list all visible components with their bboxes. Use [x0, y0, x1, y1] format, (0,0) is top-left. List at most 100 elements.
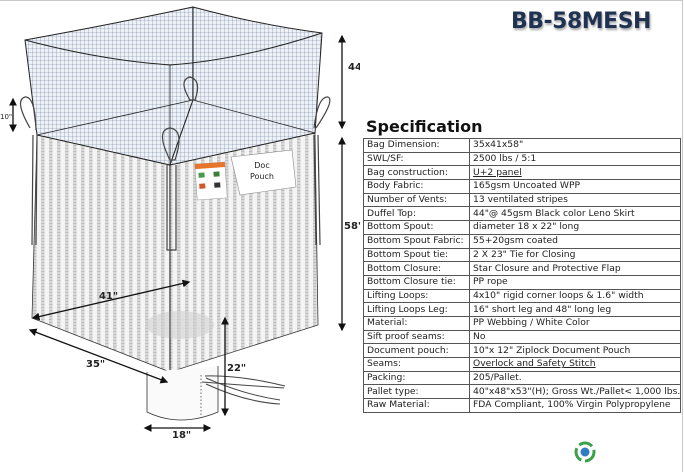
spec-value-text: 13 ventilated stripes — [473, 194, 568, 206]
dim-spout-diameter: 18" — [172, 430, 191, 441]
dim-depth: 35" — [86, 359, 105, 370]
spec-label: Pallet type: — [363, 384, 470, 400]
spec-row: Seams:Overlock and Safety Stitch — [363, 357, 682, 372]
spec-value-text: 205/Pallet. — [473, 372, 522, 384]
spec-value-text: Star Closure and Protective Flap — [473, 262, 621, 274]
spec-row: Bottom Spout tie:2 X 23" Tie for Closing — [363, 247, 682, 263]
spec-value: 205/Pallet. — [468, 370, 682, 386]
spec-value: 55+20gsm coated — [468, 233, 682, 249]
spec-row: Pallet type:40"x48"x53"(H); Gross Wt./Pa… — [363, 384, 682, 400]
dimension-arrows — [9, 34, 346, 432]
spec-row: Number of Vents:13 ventilated stripes — [363, 192, 682, 208]
spec-row: Lifting Loops Leg:16" short leg and 48" … — [363, 302, 682, 317]
spec-label: Document pouch: — [363, 343, 470, 358]
spec-value-text: 2500 lbs / 5:1 — [473, 153, 537, 165]
spec-value: 16" short leg and 48" long leg — [468, 302, 682, 317]
doc-pouch-label-2: Pouch — [250, 172, 274, 181]
spec-row: Raw Material:FDA Compliant, 100% Virgin … — [363, 398, 682, 413]
dim-loop-height: 10" — [0, 113, 12, 121]
spec-row: Material:PP Webbing / White Color — [363, 315, 682, 331]
spec-value: Star Closure and Protective Flap — [468, 261, 682, 276]
spec-row: Bottom Closure tie:PP rope — [363, 274, 682, 290]
document-pouch: Doc Pouch — [194, 149, 297, 201]
dim-duffel-height: 44" — [348, 62, 360, 73]
spec-value-text: PP rope — [473, 276, 508, 288]
spec-value-text: U+2 panel — [473, 166, 522, 178]
spec-value-text: 44"@ 45gsm Black color Leno Skirt — [473, 207, 635, 219]
spec-row: Document pouch:10"x 12" Ziplock Document… — [363, 343, 682, 358]
spec-value-text: 10"x 12" Ziplock Document Pouch — [473, 344, 631, 356]
spec-label: Duffel Top: — [363, 206, 470, 222]
spec-value: 35x41x58" — [468, 138, 682, 153]
spec-label: Bottom Closure: — [363, 261, 470, 276]
spec-label: SWL/SF: — [363, 151, 470, 167]
spec-value: 2500 lbs / 5:1 — [468, 151, 682, 167]
spec-label: Bottom Closure tie: — [363, 274, 470, 290]
dim-spout-length: 22" — [227, 363, 246, 374]
spec-label: Bottom Spout: — [363, 220, 470, 235]
spec-value: 165gsm Uncoated WPP — [468, 179, 682, 194]
spec-row: Body Fabric:165gsm Uncoated WPP — [363, 179, 682, 194]
spec-label: Bottom Spout tie: — [363, 247, 470, 263]
spec-row: Lifting Loops:4x10" rigid corner loops &… — [363, 288, 682, 304]
spec-value-text: PP Webbing / White Color — [473, 317, 590, 329]
duffel-top-mesh — [24, 6, 323, 372]
spec-value-text: 165gsm Uncoated WPP — [473, 180, 581, 192]
spec-label: Body Fabric: — [363, 179, 470, 194]
spec-row: SWL/SF:2500 lbs / 5:1 — [363, 151, 682, 167]
bag-illustration: Doc Pouch 44" 58" 10" 41" 35" 22" 18" — [0, 6, 360, 441]
spec-heading: Specification — [366, 117, 483, 136]
lifting-loops — [19, 76, 331, 251]
spec-row: Bottom Closure:Star Closure and Protecti… — [363, 261, 682, 276]
spec-value-text: 40"x48"x53"(H); Gross Wt./Pallet< 1,000 … — [473, 385, 681, 397]
spec-label: Material: — [363, 315, 470, 331]
spec-label: Number of Vents: — [363, 192, 470, 208]
spec-label: Raw Material: — [363, 398, 470, 413]
spec-value-text: 2 X 23" Tie for Closing — [473, 248, 576, 260]
spec-value: No — [468, 329, 682, 345]
spec-value-text: 35x41x58" — [473, 139, 524, 151]
spec-value-text: No — [473, 330, 486, 342]
dim-width: 41" — [99, 291, 118, 302]
spec-label: Bag Dimension: — [363, 138, 470, 153]
spec-value: 44"@ 45gsm Black color Leno Skirt — [468, 206, 682, 222]
bottom-spout — [146, 366, 286, 421]
spec-value-text: FDA Compliant, 100% Virgin Polypropylene — [473, 399, 671, 411]
spec-value-text: diameter 18 x 22" long — [473, 221, 580, 233]
spec-value-text: 55+20gsm coated — [473, 235, 558, 247]
spec-value: PP rope — [468, 274, 682, 290]
spec-label: Packing: — [363, 370, 470, 386]
company-logo-icon — [574, 441, 596, 463]
spec-label: Bottom Spout Fabric: — [363, 233, 470, 249]
spec-label: Seams: — [363, 357, 470, 372]
spec-label: Lifting Loops Leg: — [363, 302, 470, 317]
spec-value: diameter 18 x 22" long — [468, 220, 682, 235]
spec-label: Lifting Loops: — [363, 288, 470, 304]
spec-value: FDA Compliant, 100% Virgin Polypropylene — [468, 398, 682, 413]
spec-label: Bag construction: — [363, 165, 470, 181]
spec-value: 10"x 12" Ziplock Document Pouch — [468, 343, 682, 358]
spec-value: Overlock and Safety Stitch — [468, 357, 682, 372]
spec-value: PP Webbing / White Color — [468, 315, 682, 331]
spec-value-text: 4x10" rigid corner loops & 1.6" width — [473, 289, 644, 301]
spec-value-text: 16" short leg and 48" long leg — [473, 303, 612, 315]
spec-row: Bag Dimension:35x41x58" — [363, 138, 682, 153]
spec-row: Sift proof seams:No — [363, 329, 682, 345]
doc-pouch-label-1: Doc — [254, 161, 269, 170]
spec-value: 40"x48"x53"(H); Gross Wt./Pallet< 1,000 … — [468, 384, 682, 400]
spec-table: Bag Dimension:35x41x58"SWL/SF:2500 lbs /… — [363, 138, 682, 413]
spec-row: Bag construction:U+2 panel — [363, 165, 682, 181]
dim-body-height: 58" — [344, 221, 360, 232]
spec-row: Packing:205/Pallet. — [363, 370, 682, 386]
spec-row: Bottom Spout Fabric:55+20gsm coated — [363, 233, 682, 249]
product-title: BB-58MESH — [511, 9, 651, 34]
spec-label: Sift proof seams: — [363, 329, 470, 345]
spec-row: Bottom Spout:diameter 18 x 22" long — [363, 220, 682, 235]
spec-value: U+2 panel — [468, 165, 682, 181]
spec-value: 2 X 23" Tie for Closing — [468, 247, 682, 263]
spec-row: Duffel Top:44"@ 45gsm Black color Leno S… — [363, 206, 682, 222]
spec-value: 4x10" rigid corner loops & 1.6" width — [468, 288, 682, 304]
spec-value-text: Overlock and Safety Stitch — [473, 358, 596, 370]
spec-value: 13 ventilated stripes — [468, 192, 682, 208]
